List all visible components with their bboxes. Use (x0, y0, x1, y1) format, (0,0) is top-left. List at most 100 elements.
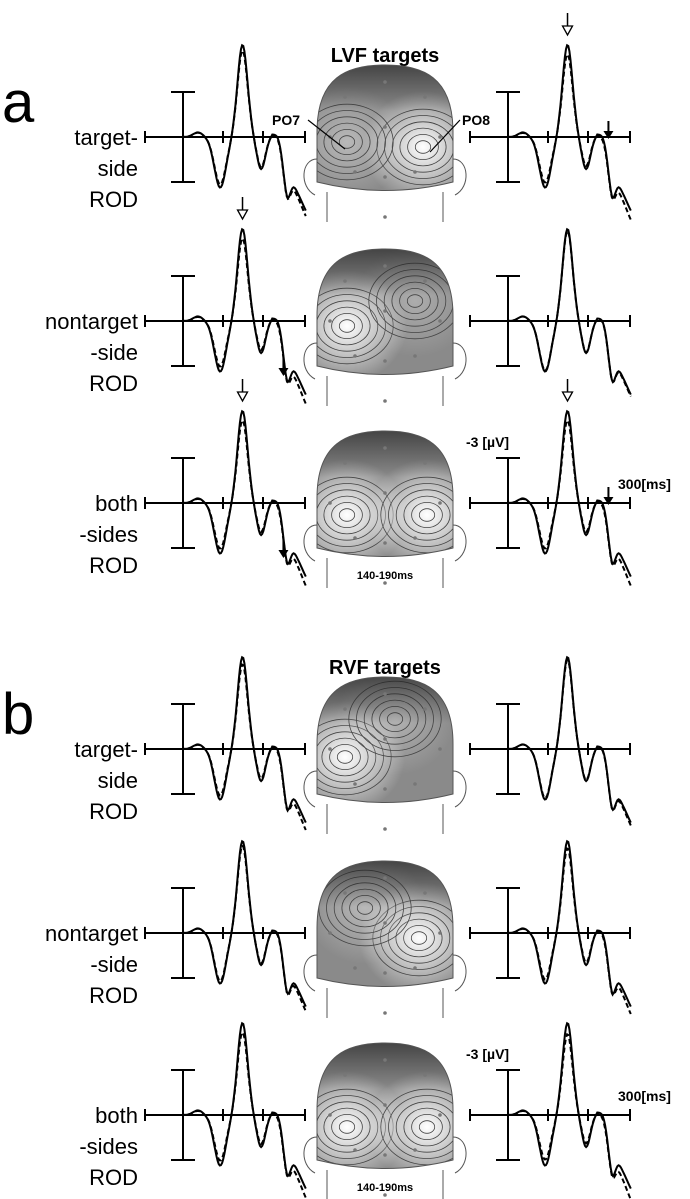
open-arrow-icon (236, 209, 249, 221)
electrode-dot (343, 461, 347, 465)
dashed-waveform (496, 658, 632, 826)
row-label-line: ROD (89, 187, 138, 212)
left-erp-plot (144, 197, 307, 405)
right-erp-plot (469, 13, 632, 221)
right-erp-plot (469, 227, 632, 397)
reference-dot (383, 1193, 387, 1197)
electrode-dot (383, 787, 387, 791)
electrode-dot (413, 536, 417, 540)
electrode-dot (383, 359, 387, 363)
open-arrow-icon (561, 25, 574, 37)
electrode-dot (383, 1058, 387, 1062)
electrode-dot (423, 1073, 427, 1077)
dashed-waveform (171, 663, 307, 831)
electrode-dot (413, 782, 417, 786)
electrode-dot (343, 95, 347, 99)
electrode-dot (353, 782, 357, 786)
open-arrow-icon (236, 391, 249, 403)
amplitude-scale-label: -3 [µV] (466, 434, 509, 450)
reference-dot (383, 399, 387, 403)
row-label-line: ROD (89, 553, 138, 578)
electrode-dot (383, 971, 387, 975)
row-label-line: both (95, 1103, 138, 1128)
dashed-waveform (171, 237, 307, 405)
right-ear (452, 770, 467, 808)
electrode-dot (383, 876, 387, 880)
electrode-dot (383, 1153, 387, 1157)
electrode-dot (353, 966, 357, 970)
head-outline (316, 1042, 454, 1169)
electrode-dot (383, 309, 387, 313)
electrode-dot (353, 354, 357, 358)
electrode-dot (413, 170, 417, 174)
dashed-waveform (496, 419, 632, 587)
topographic-map (303, 860, 467, 1018)
electrode-pointer-left (307, 119, 346, 150)
row-label-line: target- (74, 737, 138, 762)
head-outline (316, 430, 454, 557)
head-outline (316, 860, 454, 987)
electrode-dot (438, 319, 442, 323)
left-erp-plot (144, 43, 307, 217)
filled-arrow-icon (278, 550, 289, 558)
left-ear (303, 770, 318, 808)
right-erp-plot (469, 839, 632, 1015)
head-outline (316, 64, 454, 191)
electrode-dot (423, 461, 427, 465)
row-label-line: -sides (79, 1134, 138, 1159)
electrode-pointer-right (429, 119, 461, 153)
head-outline (316, 676, 454, 803)
panel-title: RVF targets (329, 657, 441, 679)
dashed-waveform (171, 844, 307, 1012)
dashed-waveform (496, 1032, 632, 1199)
open-arrow-icon (561, 391, 574, 403)
row-label-line: both (95, 491, 138, 516)
reference-dot (383, 215, 387, 219)
electrode-dot (343, 1073, 347, 1077)
electrode-dot (423, 95, 427, 99)
panel-letter: a (2, 70, 35, 135)
electrode-dot (353, 536, 357, 540)
electrode-dot (423, 707, 427, 711)
electrode-dot (353, 170, 357, 174)
electrode-dot (438, 501, 442, 505)
left-ear (303, 524, 318, 562)
left-erp-plot (144, 655, 307, 831)
right-ear (452, 954, 467, 992)
row-label-line: -sides (79, 522, 138, 547)
row-label-line: side (98, 156, 138, 181)
row-label-line: ROD (89, 1165, 138, 1190)
electrode-dot (438, 747, 442, 751)
row-label-line: nontarget (45, 921, 138, 946)
panel-letter: b (2, 682, 34, 747)
right-erp-plot (469, 655, 632, 826)
dashed-waveform (496, 847, 632, 1015)
row-label-line: side (98, 768, 138, 793)
filled-arrow-icon (278, 368, 289, 376)
right-erp-plot (469, 1021, 632, 1199)
row-label-line: -side (90, 340, 138, 365)
reference-dot (383, 827, 387, 831)
electrode-label-right: PO8 (462, 112, 490, 128)
dashed-waveform (171, 49, 307, 217)
electrode-dot (328, 501, 332, 505)
electrode-dot (423, 279, 427, 283)
dashed-waveform (171, 419, 307, 587)
electrode-dot (328, 931, 332, 935)
electrode-dot (328, 1113, 332, 1117)
row-label-line: ROD (89, 799, 138, 824)
reference-dot (383, 581, 387, 585)
electrode-dot (383, 921, 387, 925)
electrode-dot (383, 175, 387, 179)
reference-dot (383, 1011, 387, 1015)
electrode-dot (343, 891, 347, 895)
time-scale-label: 300[ms] (618, 476, 671, 492)
amplitude-scale-label: -3 [µV] (466, 1046, 509, 1062)
row-label-line: ROD (89, 983, 138, 1008)
